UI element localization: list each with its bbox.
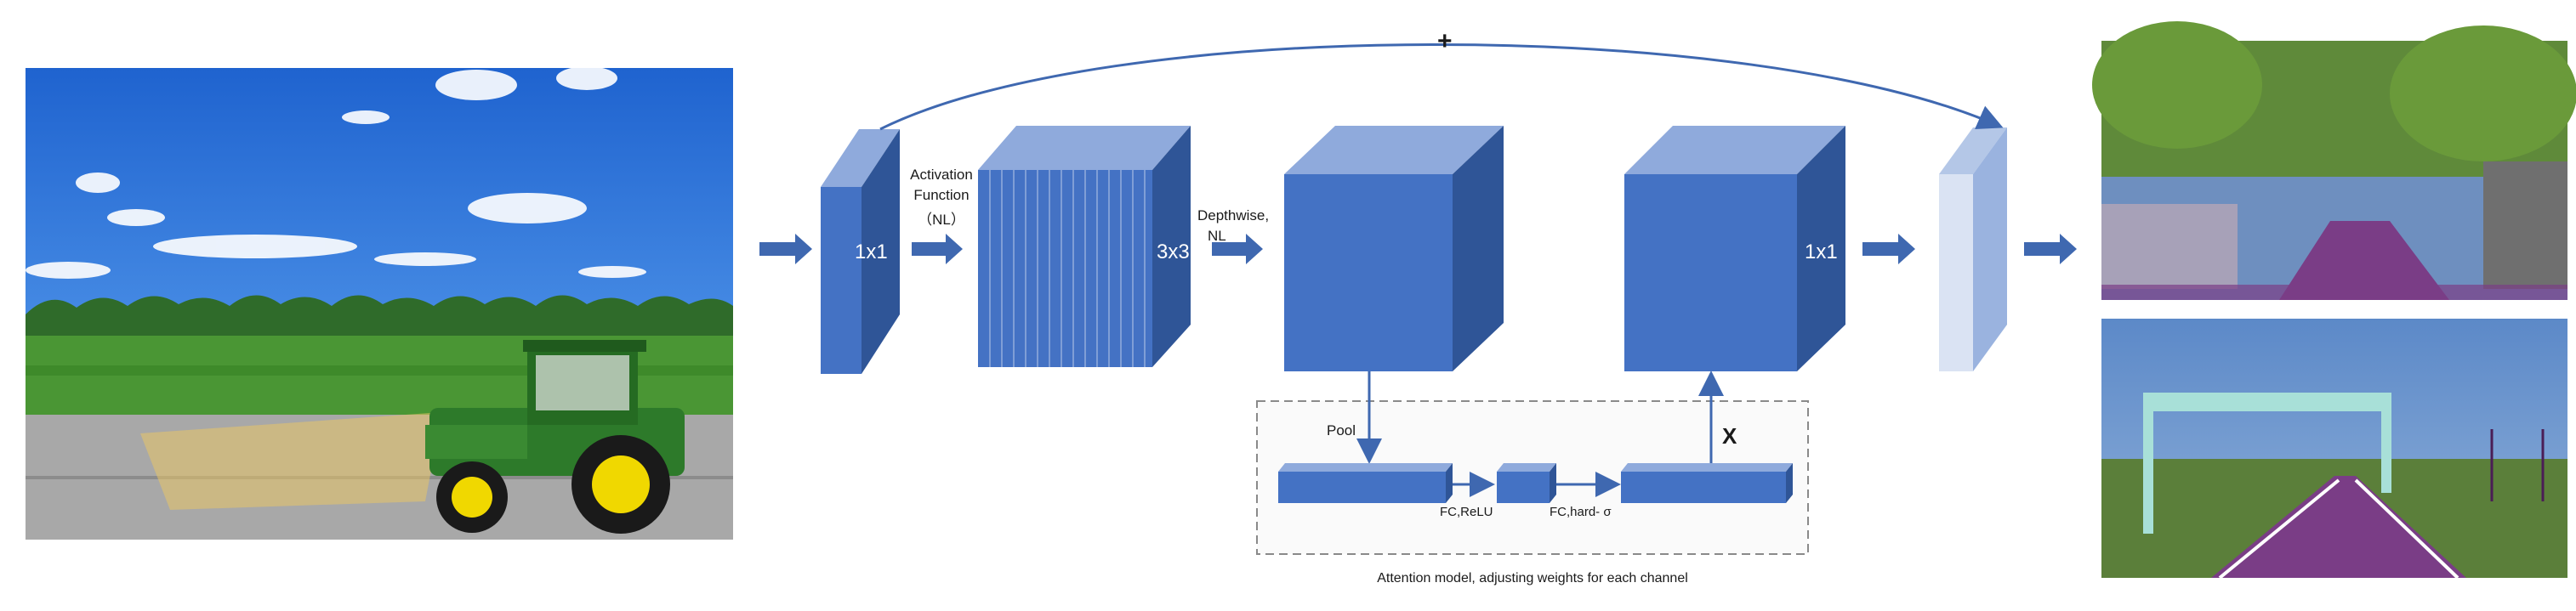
skip-plus-symbol: +	[1437, 27, 1453, 55]
pooled-vector	[1278, 472, 1446, 503]
flow-arrows	[759, 234, 2077, 264]
fc-relu-label: FC,ReLU	[1440, 505, 1493, 519]
depthwise-label-line2: NL	[1208, 228, 1226, 244]
clouds	[26, 66, 646, 279]
arrow-input	[759, 234, 812, 264]
depthwise-conv-block	[978, 126, 1191, 367]
depthwise-label-line1: Depthwise,	[1197, 207, 1270, 223]
input-photo-tractor	[26, 66, 733, 540]
skip-connection-arc	[879, 43, 2004, 131]
depthwise-output-block	[1284, 126, 1504, 371]
attention-caption: Attention model, adjusting weights for e…	[1377, 571, 1688, 586]
depthwise-block-label: 3x3	[1157, 240, 1190, 263]
tractor	[425, 340, 685, 534]
sensor-field	[140, 412, 442, 510]
expand-conv-block	[821, 129, 900, 374]
channel-slices	[989, 170, 1146, 367]
activation-label-line1: Activation	[910, 167, 973, 183]
excitation-vector	[1621, 472, 1786, 503]
expand-block-label: 1x1	[855, 240, 888, 263]
arrow-project	[1862, 234, 1915, 264]
activation-label-line2: Function	[913, 187, 970, 203]
arrow-output	[2024, 234, 2077, 264]
arrow-activation	[912, 234, 963, 264]
activation-label-line3: （NL）	[918, 212, 965, 228]
segmentation-output-bottom	[2101, 319, 2567, 580]
pool-label: Pool	[1327, 422, 1356, 438]
squeeze-vector	[1497, 472, 1550, 503]
project-block-label: 1x1	[1805, 240, 1838, 263]
fc-hard-sigma-label: FC,hard- σ	[1550, 505, 1612, 519]
project-conv-block	[1624, 126, 1845, 371]
attention-module	[1256, 371, 1809, 555]
output-block	[1939, 127, 2007, 371]
tree-line	[26, 295, 733, 340]
multiply-symbol: X	[1722, 423, 1737, 449]
segmentation-output-top	[2092, 21, 2576, 300]
arrow-depthwise	[1212, 234, 1263, 264]
